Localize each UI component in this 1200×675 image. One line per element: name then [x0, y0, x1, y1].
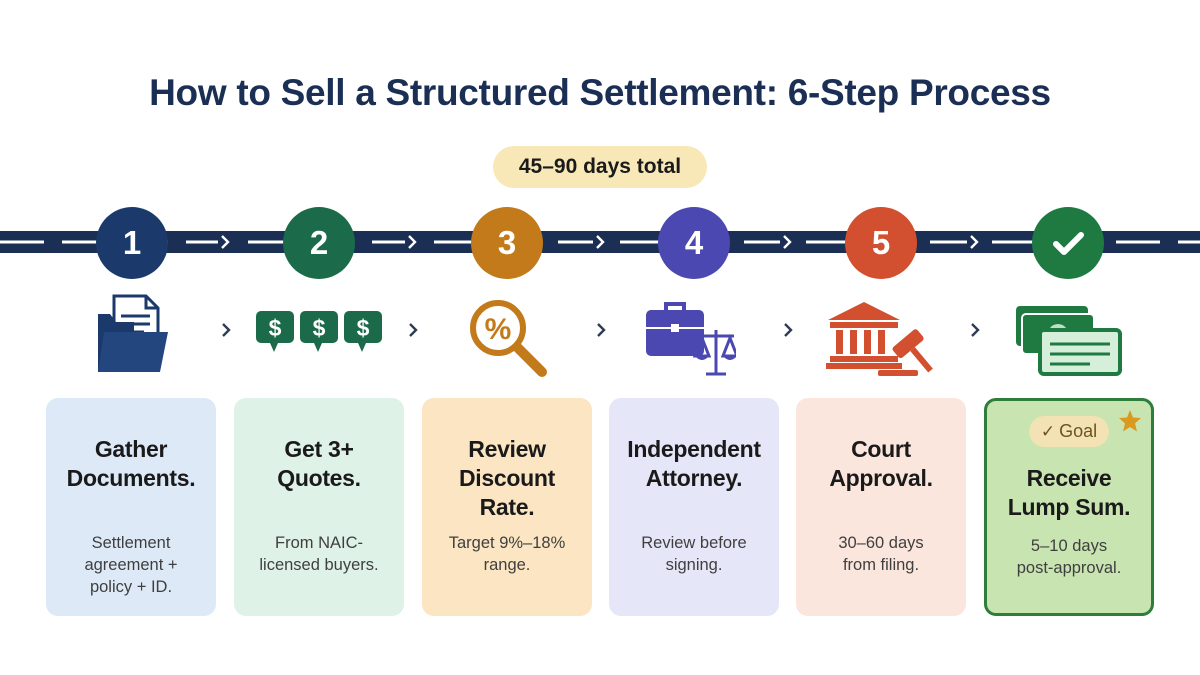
step-card-court-approval: Court Approval. 30–60 days from filing. — [796, 398, 966, 616]
star-icon — [1119, 410, 1141, 432]
goal-badge: ✓Goal — [1029, 416, 1109, 447]
step-3-circle: 3 — [471, 207, 543, 279]
step-card-receive-lump-sum: ✓Goal Receive Lump Sum. 5–10 days post-a… — [984, 398, 1154, 616]
card-title-line: Court — [851, 436, 911, 462]
chevron-right-icon — [780, 232, 794, 252]
svg-text:$: $ — [313, 315, 326, 341]
card-title-line: Rate. — [479, 494, 535, 520]
chevron-right-icon — [405, 232, 419, 252]
svg-text:%: % — [485, 313, 512, 346]
step-card-get-quotes: Get 3+ Quotes. From NAIC- licensed buyer… — [234, 398, 404, 616]
card-description: 30–60 days from filing. — [838, 534, 924, 574]
card-description: 5–10 days post-approval. — [1016, 537, 1122, 577]
chevron-right-icon — [597, 323, 606, 337]
step-2-circle: 2 — [283, 207, 355, 279]
courthouse-gavel-icon — [826, 302, 933, 376]
card-title-line: Get 3+ — [284, 436, 354, 462]
chevron-right-icon — [593, 232, 607, 252]
chevron-right-icon — [967, 232, 981, 252]
card-title-line: Lump Sum. — [1007, 494, 1131, 520]
chevron-right-icon — [222, 323, 231, 337]
percent-magnifier-icon: % — [470, 300, 547, 377]
chevron-right-icon — [971, 323, 980, 337]
folder-documents-icon — [98, 294, 168, 372]
page-title: How to Sell a Structured Settlement: 6-S… — [149, 72, 1051, 113]
chevron-right-icon — [784, 323, 793, 337]
card-description: From NAIC- licensed buyers. — [259, 534, 379, 574]
step-6-circle — [1032, 207, 1104, 279]
card-title-line: Receive — [1026, 465, 1112, 491]
cash-check-icon — [1016, 306, 1122, 376]
svg-text:$: $ — [269, 315, 282, 341]
card-title-line: Approval. — [829, 465, 933, 491]
step-card-independent-attorney: Independent Attorney. Review before sign… — [609, 398, 779, 616]
card-description: Review before signing. — [641, 534, 747, 574]
checkmark-icon — [1053, 232, 1084, 255]
briefcase-scales-icon — [646, 302, 736, 376]
card-title-line: Documents. — [66, 465, 196, 491]
card-title-line: Quotes. — [277, 465, 361, 491]
step-5-circle: 5 — [845, 207, 917, 279]
card-title-line: Attorney. — [645, 465, 743, 491]
svg-text:$: $ — [357, 315, 370, 341]
chevron-right-icon — [218, 232, 232, 252]
card-description: Target 9%–18% range. — [448, 534, 566, 574]
card-title-line: Review — [468, 436, 546, 462]
duration-badge: 45–90 days total — [493, 146, 707, 188]
card-title-line: Independent — [627, 436, 761, 462]
step-1-circle: 1 — [96, 207, 168, 279]
card-description: Settlement agreement + policy + ID. — [84, 534, 178, 596]
card-title-line: Discount — [459, 465, 555, 491]
chevron-right-icon — [409, 323, 418, 337]
dollar-quotes-icon: $ $ $ — [256, 311, 382, 352]
step-card-gather-documents: Gather Documents. Settlement agreement +… — [46, 398, 216, 616]
step-card-review-discount-rate: Review Discount Rate. Target 9%–18% rang… — [422, 398, 592, 616]
checkmark-icon: ✓ — [1040, 422, 1056, 441]
step-4-circle: 4 — [658, 207, 730, 279]
card-title-line: Gather — [94, 436, 168, 462]
